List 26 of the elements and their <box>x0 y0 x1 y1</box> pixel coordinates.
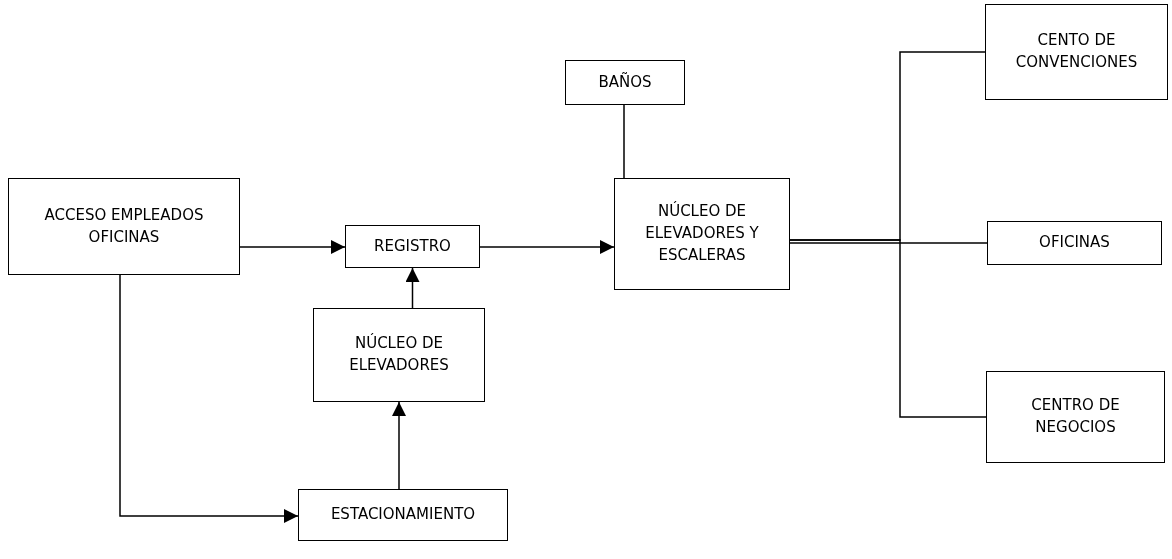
process-box <box>614 178 790 290</box>
arrow <box>479 240 615 254</box>
process-box <box>298 489 508 541</box>
connector-line <box>789 239 987 418</box>
box-label: ACCESO EMPLEADOS OFICINAS <box>43 204 205 248</box>
box-label: ESTACIONAMIENTO <box>329 504 477 526</box>
process-box <box>8 178 240 275</box>
process-box <box>985 4 1168 100</box>
connector-line <box>623 104 625 179</box>
arrow <box>392 401 406 490</box>
box-label: CENTRO DE NEGOCIOS <box>1030 395 1121 438</box>
box-label: BAÑOS <box>597 71 653 93</box>
box-label: OFICINAS <box>1038 232 1111 254</box>
arrow <box>119 274 299 523</box>
connector-line <box>789 242 988 244</box>
box-label: CENTO DE CONVENCIONES <box>1014 30 1139 73</box>
box-label: NÚCLEO DE ELEVADORES Y ESCALERAS <box>644 201 760 266</box>
process-box <box>345 225 480 268</box>
process-box <box>987 221 1162 265</box>
process-box <box>986 371 1165 463</box>
arrow <box>239 240 346 254</box>
process-box <box>313 308 485 402</box>
box-label: NÚCLEO DE ELEVADORES <box>348 333 450 376</box>
box-label: REGISTRO <box>373 235 452 257</box>
process-box <box>565 60 685 105</box>
arrow <box>405 267 420 309</box>
